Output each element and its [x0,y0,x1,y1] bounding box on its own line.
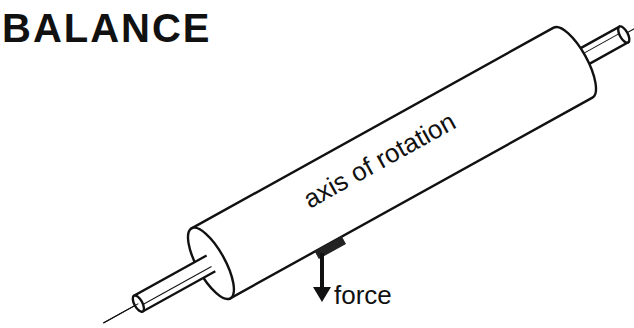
unbalance-weight [315,237,345,259]
force-arrowhead [313,287,331,302]
shaft-shade [141,266,212,305]
shaft-end [616,25,632,45]
axis-line [103,304,138,323]
heading: BALANCE [2,6,212,50]
left-shaft [134,255,215,311]
force-label: force [334,281,392,310]
axis-label: axis of rotation [298,105,461,214]
force-arrow [320,253,324,290]
cylinder-body [192,21,605,298]
cylinder-label-area: axis of rotation [291,101,466,219]
